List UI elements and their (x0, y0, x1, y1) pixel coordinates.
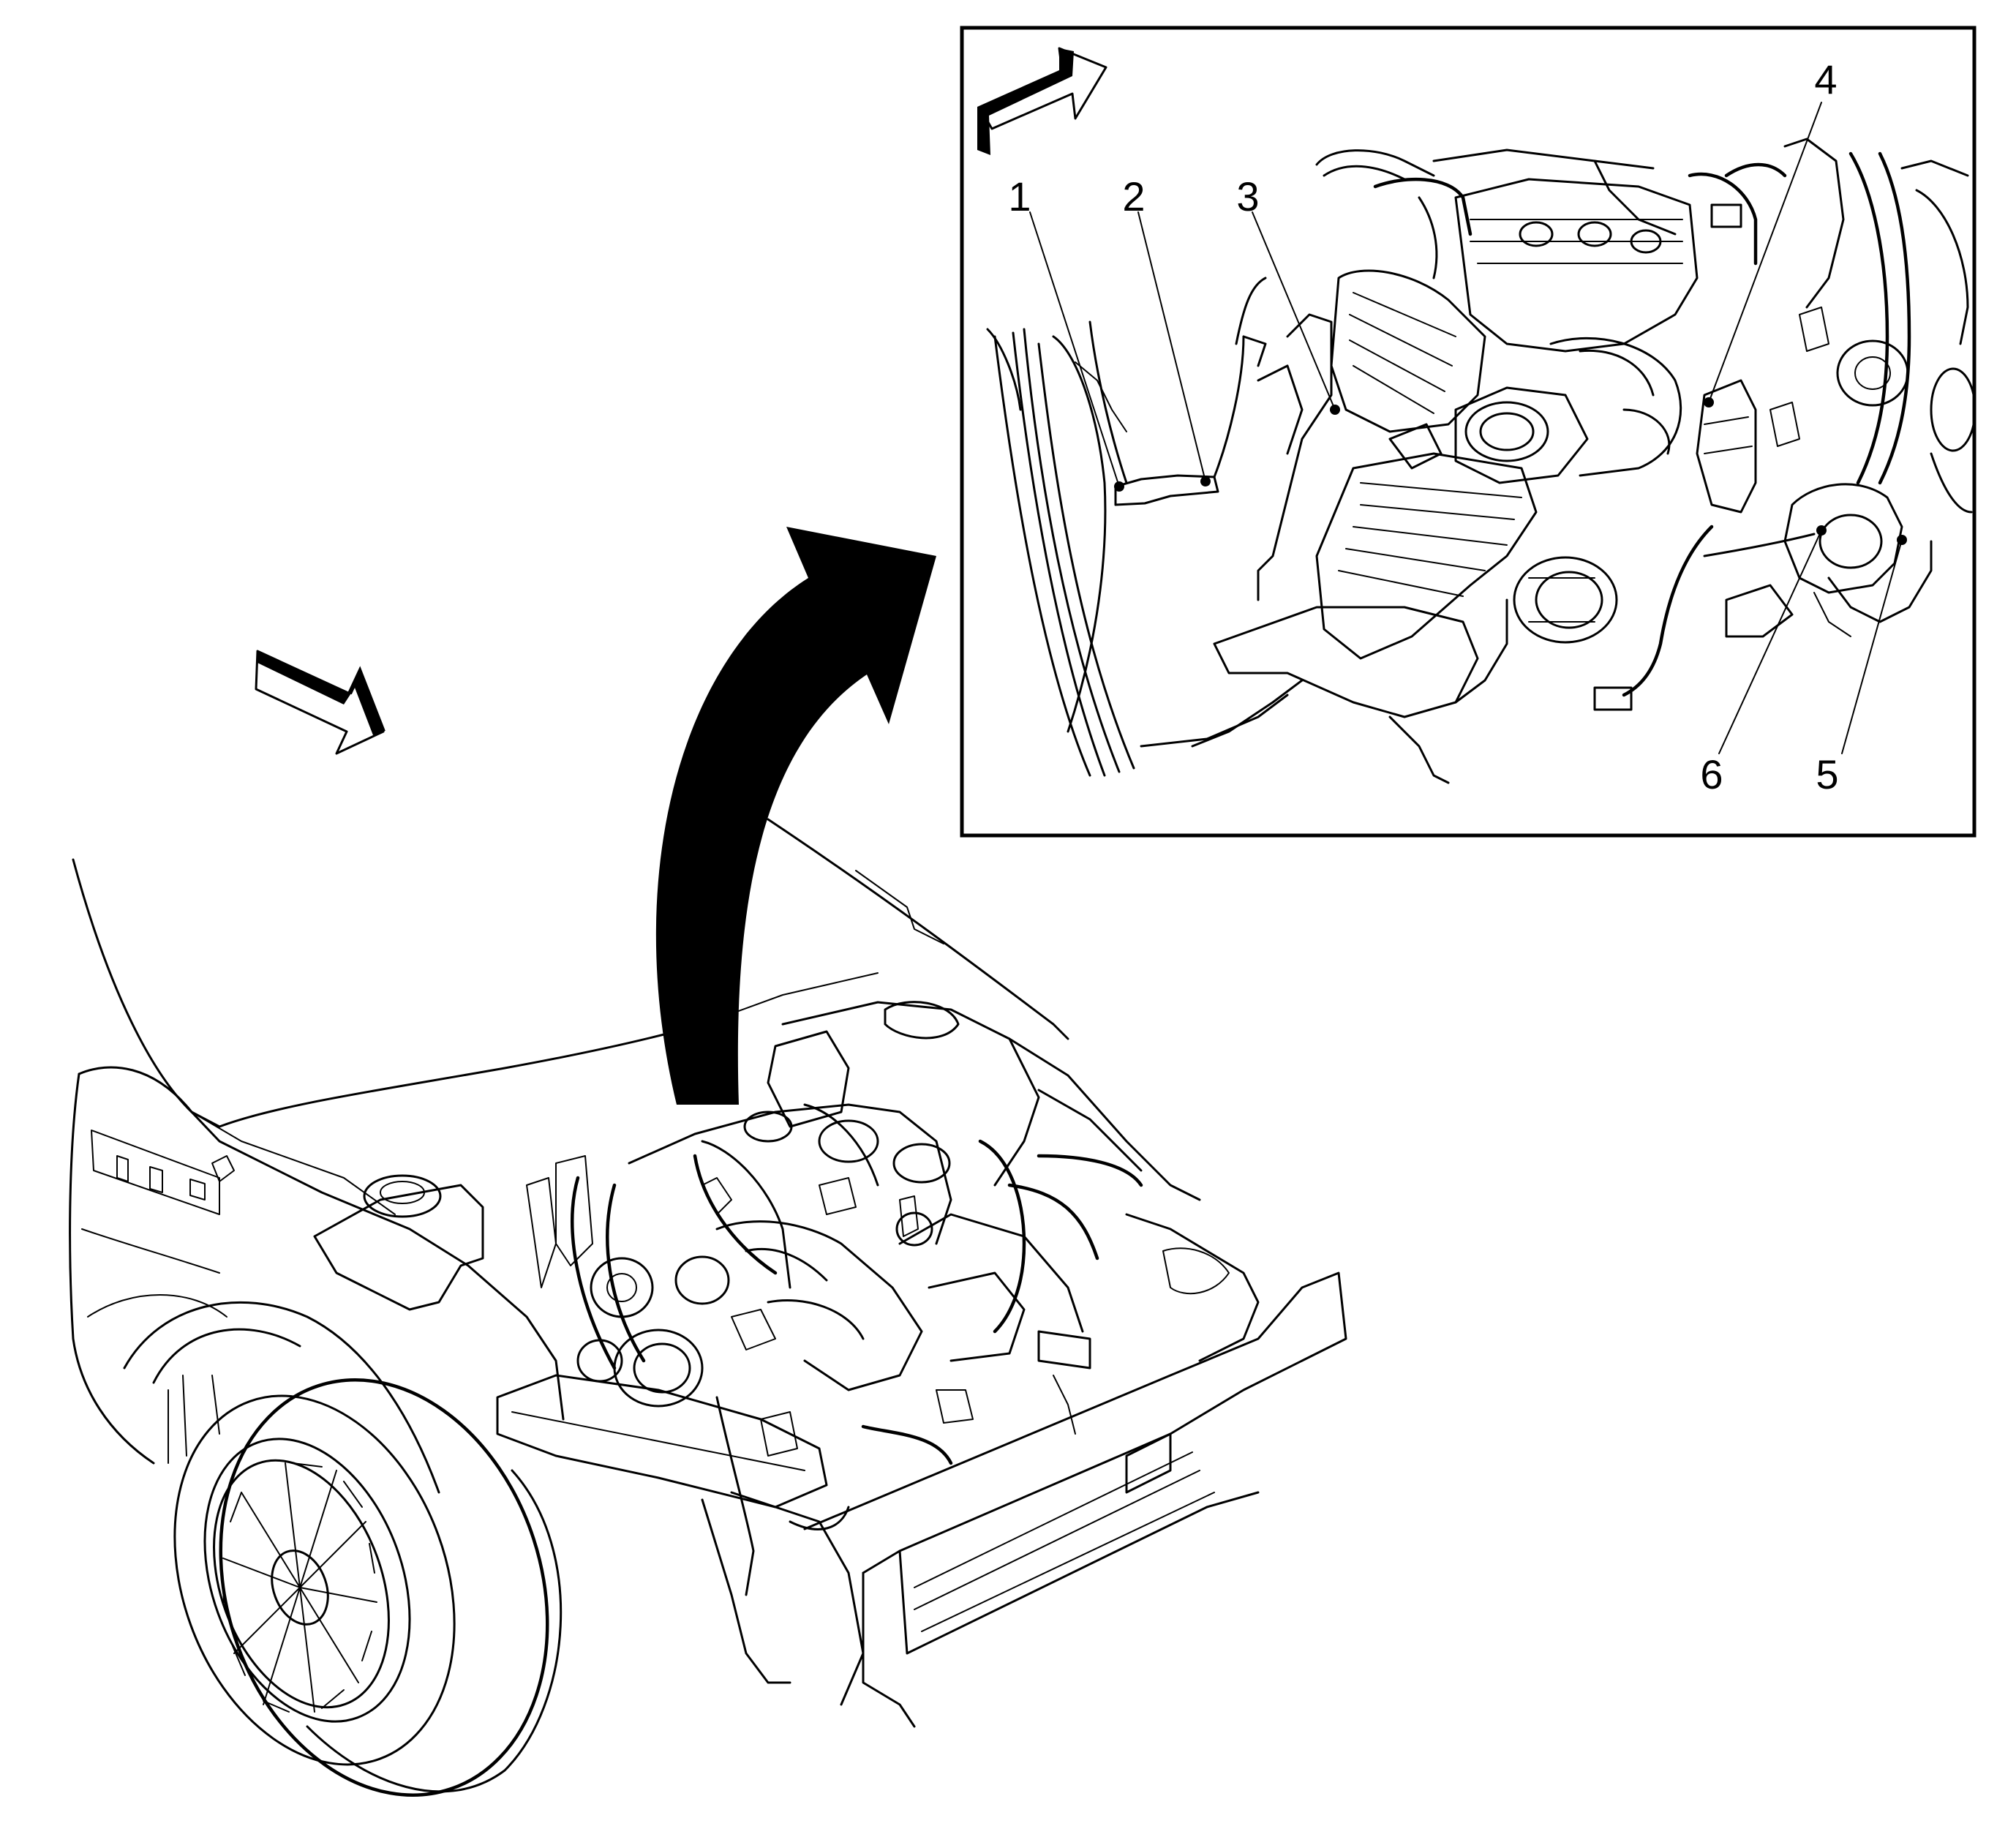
callout-6: 6 (1700, 751, 1723, 797)
inset-frame (960, 26, 1976, 838)
front-structure (496, 1213, 1347, 1728)
front-tire (123, 1301, 563, 1797)
inset-harness-bracket (1114, 277, 1267, 506)
vehicle-front-view (69, 818, 1347, 1797)
callout-3: 3 (1236, 173, 1259, 219)
callout-labels: 1 2 3 4 5 6 (1008, 56, 1838, 797)
callout-5: 5 (1816, 751, 1838, 797)
callout-2: 2 (1122, 173, 1145, 219)
inset-view-direction-arrow (977, 47, 1107, 155)
callout-leaders (1029, 102, 1907, 754)
left-fender (69, 1066, 565, 1465)
engine-assembly (313, 1001, 1201, 1465)
main-view-direction-arrow (255, 650, 385, 755)
curved-zoom-arrow (655, 527, 936, 1105)
hood (72, 818, 1069, 1128)
inset-detail-view: 1 2 3 4 5 6 (960, 26, 1976, 838)
inset-engine (1140, 138, 1976, 784)
callout-1: 1 (1008, 173, 1031, 219)
callout-4: 4 (1814, 56, 1837, 102)
inset-wheel (986, 320, 1135, 777)
